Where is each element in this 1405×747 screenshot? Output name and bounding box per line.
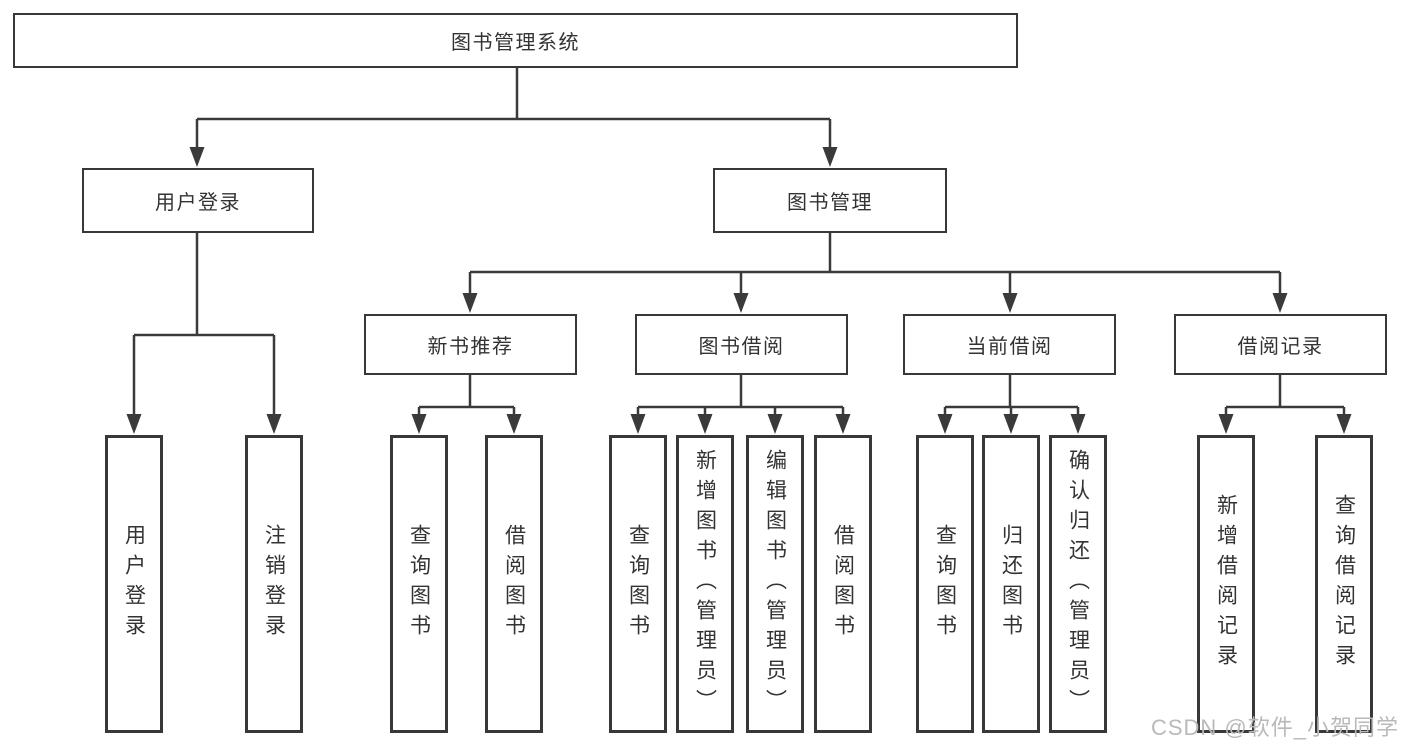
- connector-current-to-leaves: [937, 375, 1086, 434]
- leaf-label: 查询图书: [407, 524, 431, 644]
- arrowhead: [697, 414, 713, 434]
- leaf-query-books-current: 查询图书: [916, 435, 974, 733]
- leaf-query-books-newbook: 查询图书: [390, 435, 448, 733]
- arrowhead: [1003, 414, 1019, 434]
- arrowhead: [411, 414, 427, 434]
- arrowhead: [1002, 293, 1018, 313]
- leaf-label: 查询图书: [626, 524, 650, 644]
- arrowhead: [822, 147, 838, 167]
- leaf-query-books-borrow: 查询图书: [609, 435, 667, 733]
- node-new-book-recommendation: 新书推荐: [364, 314, 577, 375]
- arrowhead: [462, 293, 478, 313]
- leaf-label: 注销登录: [262, 524, 286, 644]
- node-book-management: 图书管理: [713, 168, 947, 233]
- node-root-library-system: 图书管理系统: [13, 13, 1018, 68]
- connector-records-to-leaves: [1218, 375, 1352, 434]
- leaf-label: 用户登录: [122, 524, 146, 644]
- node-borrowing-records: 借阅记录: [1174, 314, 1387, 375]
- leaf-borrow-books-newbook: 借阅图书: [485, 435, 543, 733]
- leaf-confirm-return-admin: 确认归还（管理员）: [1049, 435, 1107, 733]
- arrowhead: [189, 147, 205, 167]
- leaf-borrow-books-borrow: 借阅图书: [814, 435, 872, 733]
- connector-borrow-to-leaves: [630, 375, 851, 434]
- connector-book-mgmt-to-level3: [462, 233, 1288, 313]
- arrowhead: [1218, 414, 1234, 434]
- arrowhead: [266, 414, 282, 434]
- arrowhead: [767, 414, 783, 434]
- leaf-add-books-admin: 新增图书（管理员）: [676, 435, 734, 733]
- arrowhead: [733, 293, 749, 313]
- leaf-label: 编辑图书（管理员）: [763, 449, 787, 719]
- arrowhead: [1070, 414, 1086, 434]
- leaf-return-books: 归还图书: [982, 435, 1040, 733]
- leaf-add-borrow-record: 新增借阅记录: [1197, 435, 1255, 733]
- arrowhead: [630, 414, 646, 434]
- node-user-login: 用户登录: [82, 168, 314, 233]
- arrowhead: [937, 414, 953, 434]
- leaf-logout: 注销登录: [245, 435, 303, 733]
- leaf-label: 归还图书: [999, 524, 1023, 644]
- arrowhead: [1272, 293, 1288, 313]
- leaf-query-borrow-record: 查询借阅记录: [1315, 435, 1373, 733]
- leaf-label: 借阅图书: [502, 524, 526, 644]
- node-book-borrowing: 图书借阅: [635, 314, 848, 375]
- leaf-edit-books-admin: 编辑图书（管理员）: [746, 435, 804, 733]
- csdn-watermark: CSDN @软件_小贺同学: [1150, 715, 1399, 740]
- connector-new-book-to-leaves: [411, 375, 522, 434]
- leaf-label: 查询图书: [933, 524, 957, 644]
- connector-root-to-level2: [189, 68, 838, 167]
- leaf-label: 确认归还（管理员）: [1066, 449, 1090, 719]
- arrowhead: [126, 414, 142, 434]
- leaf-label: 新增借阅记录: [1214, 494, 1238, 674]
- arrowhead: [506, 414, 522, 434]
- arrowhead: [1336, 414, 1352, 434]
- arrowhead: [835, 414, 851, 434]
- leaf-label: 查询借阅记录: [1332, 494, 1356, 674]
- connector-user-login-to-leaves: [126, 233, 282, 434]
- leaf-user-login: 用户登录: [105, 435, 163, 733]
- leaf-label: 借阅图书: [831, 524, 855, 644]
- leaf-label: 新增图书（管理员）: [693, 449, 717, 719]
- node-current-borrowing: 当前借阅: [903, 314, 1116, 375]
